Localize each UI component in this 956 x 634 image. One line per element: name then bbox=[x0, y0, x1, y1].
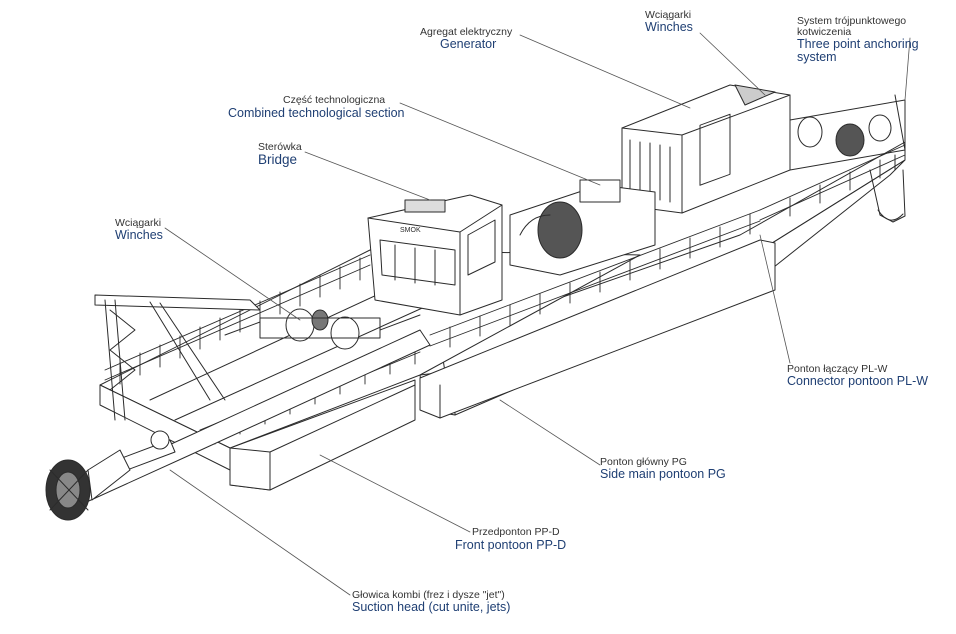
label-anchoring-en1: Three point anchoring bbox=[797, 37, 919, 52]
label-connector-pontoon-en: Connector pontoon PL-W bbox=[787, 374, 929, 389]
label-anchoring-pl1: System trójpunktowego bbox=[797, 15, 907, 27]
label-front-pontoon-pl: Przedponton PP-D bbox=[472, 526, 560, 538]
label-anchoring-pl2: kotwiczenia bbox=[797, 26, 852, 39]
bridge-cabin: SMOK bbox=[367, 194, 503, 316]
label-front-pontoon-en-wrap: Front pontoon PP-D bbox=[455, 538, 567, 552]
label-winches-top: Wciągarki Winches bbox=[645, 9, 693, 35]
deck-winches bbox=[224, 308, 421, 350]
label-winches-left-pl: Wciągarki bbox=[115, 217, 162, 229]
label-generator-pl: Agregat elektryczny bbox=[420, 26, 513, 38]
label-anchoring-en2: system bbox=[797, 50, 837, 65]
label-combined-section: Część technologiczna bbox=[283, 94, 386, 106]
label-anchoring: System trójpunktowego kotwiczenia Three … bbox=[797, 15, 919, 65]
label-bridge-pl: Sterówka bbox=[258, 141, 302, 153]
label-connector-pontoon: Ponton łączący PL-W Connector pontoon PL… bbox=[787, 363, 929, 389]
label-bridge-en: Bridge bbox=[258, 152, 298, 168]
label-combined-section-pl: Część technologiczna bbox=[283, 94, 386, 106]
label-connector-pontoon-pl: Ponton łączący PL-W bbox=[787, 363, 888, 375]
suction-head-shape bbox=[45, 449, 131, 521]
cabin-sign: SMOK bbox=[400, 227, 421, 234]
label-suction-head: Głowica kombi (frez i dysze "jet") Sucti… bbox=[352, 589, 511, 615]
label-combined-section-en: Combined technological section bbox=[228, 106, 405, 120]
label-side-pontoon-pl: Ponton główny PG bbox=[600, 456, 687, 468]
label-winches-left-en: Winches bbox=[115, 228, 163, 243]
label-suction-head-pl: Głowica kombi (frez i dysze "jet") bbox=[352, 589, 505, 601]
side-main-pontoon-shape bbox=[419, 239, 776, 419]
label-suction-head-en: Suction head (cut unite, jets) bbox=[352, 600, 511, 615]
anchoring-winches bbox=[789, 94, 906, 171]
front-pontoon-shape bbox=[229, 379, 416, 491]
label-front-pontoon: Przedponton PP-D bbox=[472, 526, 560, 538]
label-winches-left: Wciągarki Winches bbox=[115, 217, 163, 243]
label-combined-section-en-wrap: Combined technological section bbox=[228, 106, 405, 120]
label-front-pontoon-en: Front pontoon PP-D bbox=[455, 538, 567, 552]
technological-section bbox=[509, 179, 656, 276]
leader-lines bbox=[164, 32, 911, 596]
label-winches-top-en: Winches bbox=[645, 20, 693, 35]
label-winches-top-pl: Wciągarki bbox=[645, 9, 692, 21]
label-side-pontoon: Ponton główny PG Side main pontoon PG bbox=[600, 456, 726, 482]
label-generator-en: Generator bbox=[440, 37, 497, 52]
label-bridge: Sterówka Bridge bbox=[258, 141, 302, 168]
label-side-pontoon-en: Side main pontoon PG bbox=[600, 467, 726, 482]
label-generator: Agregat elektryczny Generator bbox=[420, 26, 513, 52]
